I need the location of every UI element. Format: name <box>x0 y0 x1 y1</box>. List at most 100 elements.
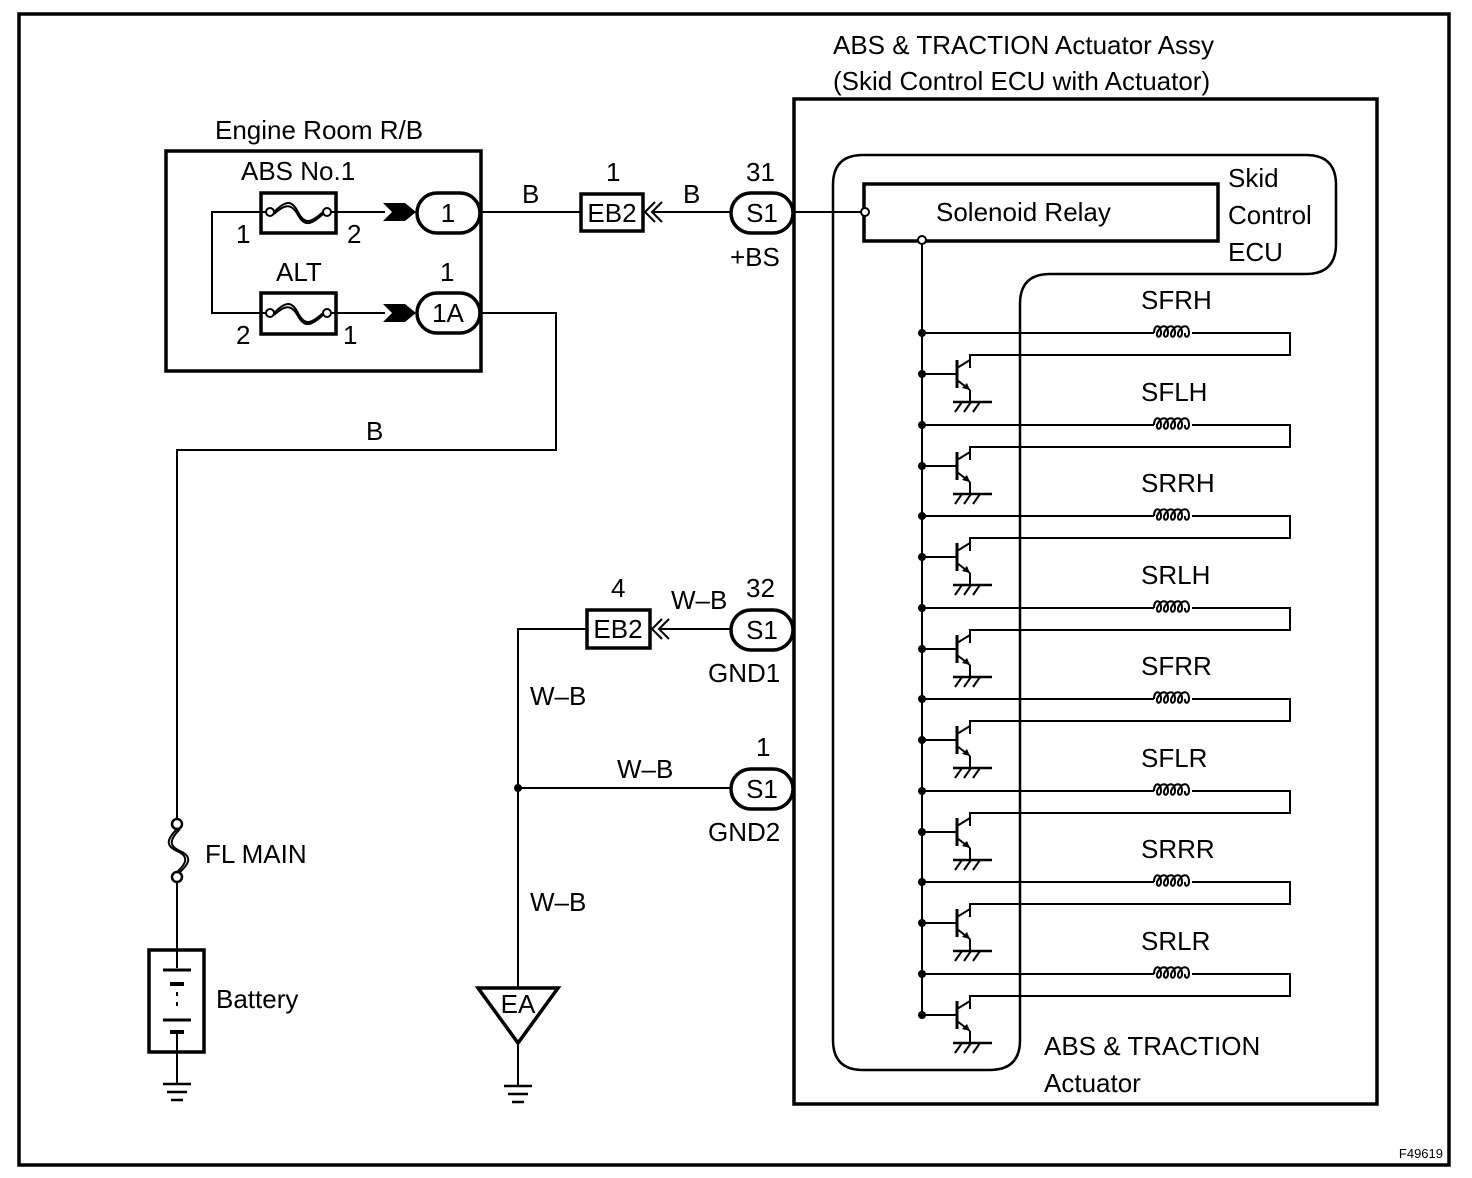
transistor-arrow-icon-sfrh <box>962 383 970 390</box>
s1-top-label: S1 <box>746 198 778 228</box>
ground-hatch-srrr-2 <box>972 950 981 962</box>
ecu-region-outline <box>831 153 1338 1072</box>
transistor-collector-srlh <box>956 634 971 644</box>
ground-hatch-sflr-0 <box>954 859 963 871</box>
wire-wb-label-1: W–B <box>671 585 727 615</box>
s1-mid-pin: 32 <box>746 573 775 603</box>
s1-top-pin: 31 <box>746 157 775 187</box>
ground-hatch-sfrh-0 <box>954 401 963 413</box>
fuse-abs-pin-right: 2 <box>347 219 361 249</box>
transistor-collector-sfrh <box>956 359 971 369</box>
ground-hatch-sfrr-2 <box>972 767 981 779</box>
wire-b-label-3: B <box>366 416 383 446</box>
fuse-abs-element <box>273 202 324 222</box>
eb2-top-pin: 1 <box>606 157 620 187</box>
ground-hatch-srlr-2 <box>972 1042 981 1054</box>
solenoid-label-sfrh: SFRH <box>1141 285 1212 315</box>
eb2-top-label: EB2 <box>587 198 636 228</box>
ecu-label-line1: Skid <box>1228 163 1279 193</box>
ground-hatch-srrh-2 <box>972 584 981 596</box>
wire-coil-return-sfrr <box>969 698 1291 734</box>
fl-main-label: FL MAIN <box>205 839 307 869</box>
fl-main-element <box>167 828 187 873</box>
wire-coil-return-sflh <box>969 424 1291 460</box>
solenoid-relay-label: Solenoid Relay <box>936 197 1111 227</box>
wire-b-label-1: B <box>522 179 539 209</box>
wire-coil-return-srlr <box>969 973 1291 1009</box>
fl-main-element-2 <box>170 828 190 873</box>
ground-hatch-sflh-0 <box>954 493 963 505</box>
ground-hatch-srlh-2 <box>972 676 981 688</box>
wire-coil-return-srlh <box>969 607 1291 643</box>
s1-bot-pin: 1 <box>756 732 770 762</box>
wire-wb-label-3: W–B <box>617 754 673 784</box>
conn-1-label: 1 <box>441 198 455 228</box>
fuse-alt-element <box>273 303 324 323</box>
eb2-bot-arrow-icon-2 <box>657 618 670 640</box>
battery-label: Battery <box>216 984 298 1014</box>
ground-ea-triangle <box>474 986 562 1046</box>
wire-b-1a-flmain <box>176 312 557 821</box>
fuse-abs-pin-left: 1 <box>236 219 250 249</box>
ground-hatch-sfrr-1 <box>963 767 972 779</box>
fuse-alt-element-2 <box>273 306 324 326</box>
coil-icon-sflr <box>1153 783 1191 796</box>
ground-hatch-sflh-2 <box>972 493 981 505</box>
engine-room-rb-label: Engine Room R/B <box>215 115 423 145</box>
fuse-alt-terminal-right <box>322 308 332 318</box>
coil-icon-srrh <box>1153 508 1191 521</box>
actuator-label-line2: Actuator <box>1044 1068 1141 1098</box>
ground-hatch-sflh-1 <box>963 493 972 505</box>
transistor-arrow-icon-srrh <box>962 566 970 573</box>
wire-wb-label-2: W–B <box>530 681 586 711</box>
coil-icon-sfrh <box>1153 325 1191 338</box>
solenoid-label-srrh: SRRH <box>1141 468 1215 498</box>
solenoid-label-srlr: SRLR <box>1141 926 1210 956</box>
actuator-label-line1: ABS & TRACTION <box>1044 1031 1260 1061</box>
transistor-collector-srrh <box>956 542 971 552</box>
figure-id: F49619 <box>1399 1146 1443 1161</box>
transistor-collector-sflh <box>956 451 971 461</box>
assy-box <box>792 97 1379 1106</box>
eb2-bot-label: EB2 <box>593 614 642 644</box>
ground-hatch-srrr-0 <box>954 950 963 962</box>
ground-hatch-srrh-1 <box>963 584 972 596</box>
transistor-arrow-icon-srlr <box>962 1024 970 1031</box>
coil-icon-sflh <box>1153 417 1191 430</box>
fl-main-terminal-bottom <box>170 870 184 884</box>
ground-hatch-sflr-2 <box>972 859 981 871</box>
wire-coil-return-sfrh <box>969 332 1291 368</box>
transistor-arrow-icon-sflr <box>962 841 970 848</box>
eb2-top-arrow-icon <box>643 201 656 223</box>
solenoid-label-sflr: SFLR <box>1141 743 1207 773</box>
ground-hatch-srrh-0 <box>954 584 963 596</box>
ground-hatch-sfrh-1 <box>963 401 972 413</box>
eb2-bot-pin: 4 <box>611 573 625 603</box>
s1-mid-term: GND1 <box>708 658 780 688</box>
fuse-alt-pin-right: 1 <box>343 320 357 350</box>
fl-main-terminal-top <box>170 817 184 831</box>
transistor-arrow-icon-sfrr <box>962 749 970 756</box>
solenoid-relay-input-terminal <box>860 207 870 217</box>
engine-room-rb-box <box>164 149 483 373</box>
assy-title-line2: (Skid Control ECU with Actuator) <box>833 66 1210 96</box>
wire-coil-return-sflr <box>969 790 1291 826</box>
wire-coil-return-srrr <box>969 881 1291 917</box>
ground-hatch-sflr-1 <box>963 859 972 871</box>
s1-top-term: +BS <box>730 242 780 272</box>
solenoid-label-sflh: SFLH <box>1141 377 1207 407</box>
ground-hatch-sfrr-0 <box>954 767 963 779</box>
ecu-label-line3: ECU <box>1228 237 1283 267</box>
coil-icon-srlr <box>1153 966 1191 979</box>
conn-1a-label: 1A <box>432 298 464 328</box>
eb2-top-box <box>579 192 645 233</box>
fuse-alt-pin-left: 2 <box>236 320 250 350</box>
s1-bot-term: GND2 <box>708 817 780 847</box>
eb2-bot-arrow-icon <box>650 618 663 640</box>
ground-ea-label: EA <box>501 989 536 1019</box>
fuse-link-wire <box>211 211 266 314</box>
transistor-arrow-icon-srrr <box>962 932 970 939</box>
transistor-arrow-icon-srlh <box>962 658 970 665</box>
